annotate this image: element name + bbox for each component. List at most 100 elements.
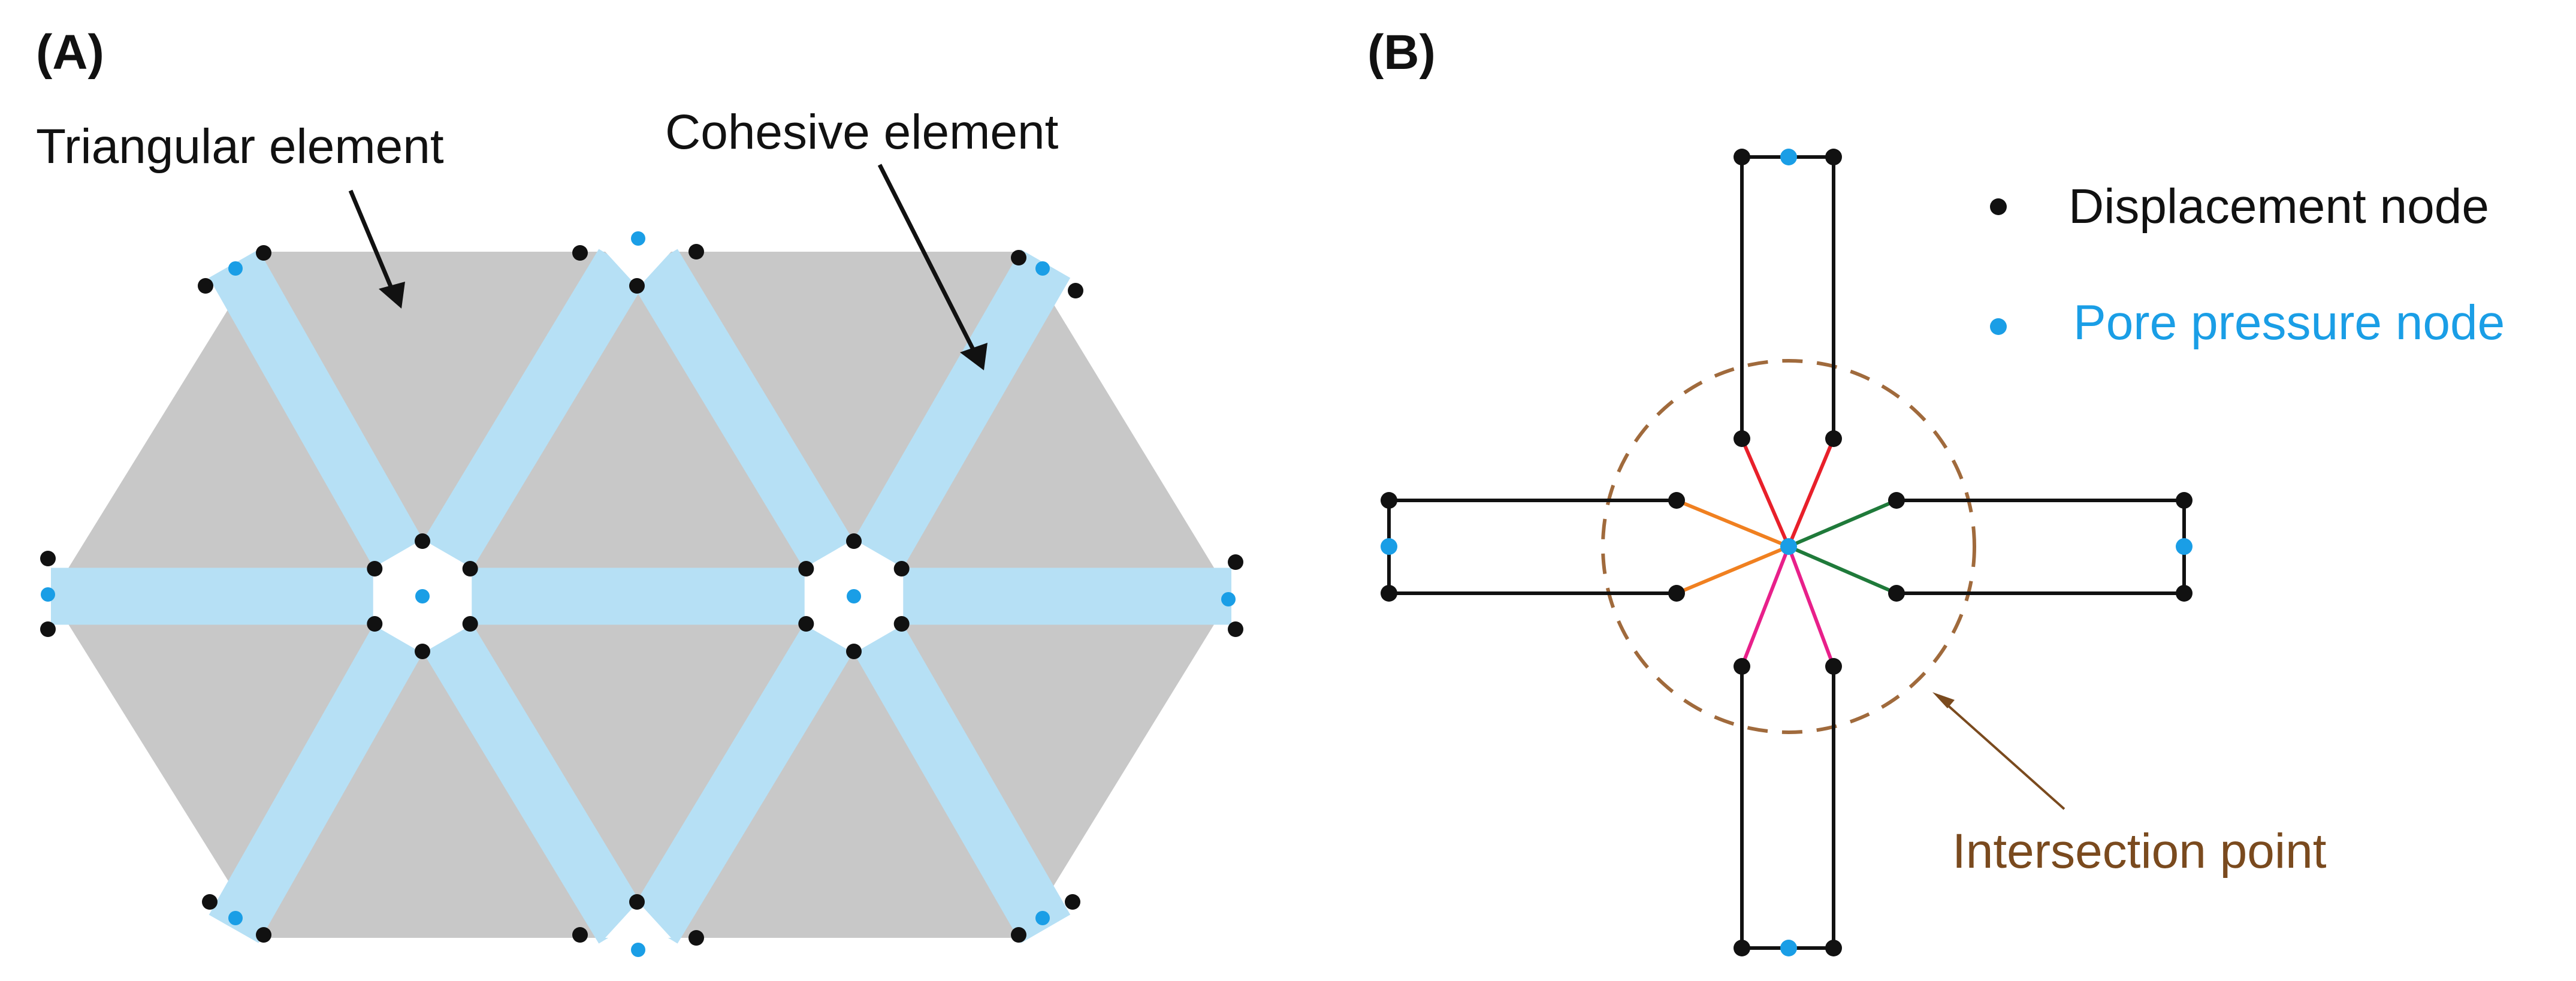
pore-pressure-node — [631, 231, 645, 246]
connector-bottom-right — [1787, 545, 1835, 668]
displacement-node — [688, 930, 704, 946]
displacement-node — [2176, 585, 2193, 602]
cohesive-band — [629, 581, 878, 944]
displacement-node — [1011, 927, 1026, 943]
cohesive-band-left — [51, 568, 422, 625]
displacement-node — [1011, 250, 1026, 265]
connector-right-bottom — [1787, 545, 1898, 595]
cohesive-element-label: Cohesive element — [665, 105, 1059, 159]
connector-left-top — [1675, 499, 1790, 548]
panel-a: (A) Triangular element Cohesive element — [36, 25, 1243, 957]
displacement-node — [1228, 621, 1243, 637]
displacement-node — [367, 561, 383, 576]
pore-pressure-node — [631, 943, 645, 957]
pore-pressure-node — [41, 587, 55, 602]
displacement-node — [798, 616, 814, 632]
bottom-notch — [605, 902, 671, 938]
displacement-node — [1825, 430, 1842, 447]
displacement-node — [1381, 492, 1397, 509]
displacement-node — [1734, 658, 1750, 675]
legend-pore-pressure-label: Pore pressure node — [2073, 295, 2505, 350]
top-arm — [1740, 155, 1835, 439]
displacement-node — [2176, 492, 2193, 509]
intersection-dashed-circle — [1601, 359, 1976, 734]
displacement-node — [40, 551, 56, 566]
displacement-node — [1888, 585, 1905, 602]
intersection-point-arrow — [1932, 692, 2065, 810]
cohesive-band — [829, 249, 1071, 611]
connector-left-bottom — [1675, 545, 1790, 595]
intersection-connectors — [1675, 437, 1898, 668]
displacement-node — [798, 561, 814, 576]
displacement-node — [1734, 940, 1750, 956]
top-notch — [605, 252, 671, 288]
panel-b-label: (B) — [1367, 25, 1436, 80]
displacement-node — [572, 245, 588, 261]
pore-pressure-node — [1780, 538, 1797, 555]
displacement-node — [415, 644, 430, 659]
triangular-element-arrow — [348, 189, 405, 309]
legend-displacement-marker — [1990, 198, 2007, 215]
pore-pressure-node — [1035, 911, 1050, 925]
bottom-arm — [1740, 666, 1835, 950]
legend-pore-pressure-marker — [1990, 318, 2007, 335]
displacement-node — [846, 533, 862, 549]
panel-a-nodes — [40, 231, 1243, 957]
pore-pressure-node — [1381, 538, 1397, 555]
panel-b: (B) Displacement node — [1367, 25, 2505, 956]
cohesive-band — [829, 582, 1071, 943]
connector-top-right — [1787, 437, 1835, 548]
cohesive-band-center — [422, 568, 854, 625]
connector-top-left — [1740, 437, 1790, 548]
triangular-element-label: Triangular element — [36, 119, 444, 174]
displacement-node — [1825, 149, 1842, 165]
displacement-node — [256, 245, 271, 261]
displacement-node — [629, 894, 645, 910]
right-arm — [1896, 499, 2186, 595]
legend: Displacement node Pore pressure node — [1990, 179, 2505, 350]
displacement-node — [893, 616, 910, 632]
cohesive-element-arrow — [877, 164, 987, 370]
displacement-node — [846, 644, 862, 659]
cohesive-band — [209, 249, 448, 611]
pore-pressure-node — [1035, 261, 1050, 276]
intersection-point-label: Intersection point — [1952, 824, 2327, 879]
displacement-node — [572, 927, 588, 943]
displacement-node — [202, 894, 218, 910]
displacement-node — [1734, 149, 1750, 165]
cohesive-band — [398, 581, 648, 944]
displacement-node — [1825, 940, 1842, 956]
displacement-node — [629, 278, 645, 294]
pore-pressure-node — [228, 911, 243, 925]
displacement-node — [1668, 585, 1685, 602]
pore-pressure-node — [1221, 592, 1236, 606]
displacement-node — [1888, 492, 1905, 509]
displacement-node — [367, 616, 383, 632]
displacement-node — [1734, 430, 1750, 447]
displacement-node — [893, 561, 910, 576]
displacement-node — [1068, 283, 1083, 298]
left-arm-bottom — [1387, 500, 1677, 595]
displacement-node — [688, 244, 704, 259]
displacement-node — [256, 927, 271, 943]
displacement-node — [1825, 658, 1842, 675]
displacement-node — [40, 621, 56, 637]
displacement-node — [462, 616, 478, 632]
cohesive-band — [209, 582, 448, 943]
connector-bottom-left — [1740, 545, 1790, 668]
connector-right-top — [1787, 499, 1898, 548]
displacement-node — [1065, 894, 1080, 910]
pore-pressure-node — [228, 261, 243, 276]
legend-displacement-label: Displacement node — [2068, 179, 2489, 234]
cohesive-band — [398, 249, 648, 611]
displacement-node — [415, 533, 430, 549]
cohesive-bands — [51, 249, 1231, 944]
pore-pressure-node — [415, 589, 430, 603]
pore-pressure-node — [1780, 149, 1797, 165]
cohesive-band-right — [854, 568, 1231, 625]
pore-pressure-node — [847, 589, 861, 603]
cohesive-band — [629, 249, 878, 611]
displacement-node — [1381, 585, 1397, 602]
panel-a-label: (A) — [36, 25, 104, 80]
